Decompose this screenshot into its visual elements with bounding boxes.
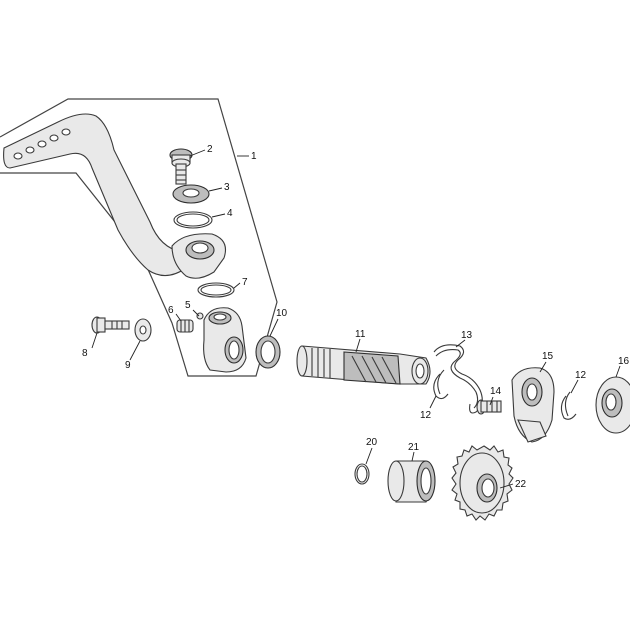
callout-5: 5 bbox=[185, 300, 191, 311]
part-1-kick-lever[interactable] bbox=[3, 113, 227, 279]
callout-3: 3 bbox=[224, 182, 230, 193]
part-14-bolt[interactable] bbox=[476, 399, 502, 415]
callout-20: 20 bbox=[366, 437, 378, 448]
callout-7: 7 bbox=[242, 277, 248, 288]
callout-12a: 12 bbox=[420, 410, 432, 421]
callout-12b: 12 bbox=[575, 370, 587, 381]
part-12b-circlip[interactable] bbox=[560, 391, 577, 420]
callout-6: 6 bbox=[168, 305, 174, 316]
callout-8: 8 bbox=[82, 348, 88, 359]
callout-labels: 1 2 3 4 5 6 7 8 9 10 11 12 13 14 15 12 1… bbox=[82, 144, 630, 490]
callout-14: 14 bbox=[490, 386, 502, 397]
part-6-spring[interactable] bbox=[176, 319, 194, 333]
callout-1: 1 bbox=[251, 151, 257, 162]
part-4-o-ring[interactable] bbox=[173, 211, 213, 229]
leader-lines bbox=[91, 149, 621, 489]
callout-9: 9 bbox=[125, 360, 131, 371]
part-11-kick-shaft[interactable] bbox=[296, 345, 431, 385]
part-20-circlip[interactable] bbox=[354, 463, 370, 485]
part-8-bolt[interactable] bbox=[91, 316, 130, 334]
callout-4: 4 bbox=[227, 208, 233, 219]
part-13-spring[interactable] bbox=[433, 344, 483, 414]
callout-22: 22 bbox=[515, 479, 527, 490]
part-12a-circlip[interactable] bbox=[433, 369, 449, 400]
callout-10: 10 bbox=[276, 308, 288, 319]
kick-lever-hub[interactable] bbox=[203, 307, 247, 373]
callout-11: 11 bbox=[355, 329, 366, 340]
part-10-oil-seal[interactable] bbox=[255, 335, 281, 369]
part-5-ball[interactable] bbox=[196, 312, 204, 320]
callout-13: 13 bbox=[461, 330, 473, 341]
part-3-washer[interactable] bbox=[172, 184, 210, 204]
part-9-washer[interactable] bbox=[134, 318, 152, 342]
callout-21: 21 bbox=[408, 442, 420, 453]
part-16-ratchet-guide[interactable] bbox=[595, 376, 630, 434]
callout-2: 2 bbox=[207, 144, 213, 155]
part-22-gear[interactable] bbox=[451, 445, 514, 521]
part-2-bolt[interactable] bbox=[169, 148, 193, 185]
part-15-ratchet[interactable] bbox=[511, 367, 555, 443]
part-21-needle-bearing[interactable] bbox=[387, 460, 436, 503]
callout-16: 16 bbox=[618, 356, 630, 367]
part-7-o-ring[interactable] bbox=[197, 282, 235, 298]
callout-15: 15 bbox=[542, 351, 554, 362]
kick-lever-assembly-frame bbox=[0, 98, 278, 377]
